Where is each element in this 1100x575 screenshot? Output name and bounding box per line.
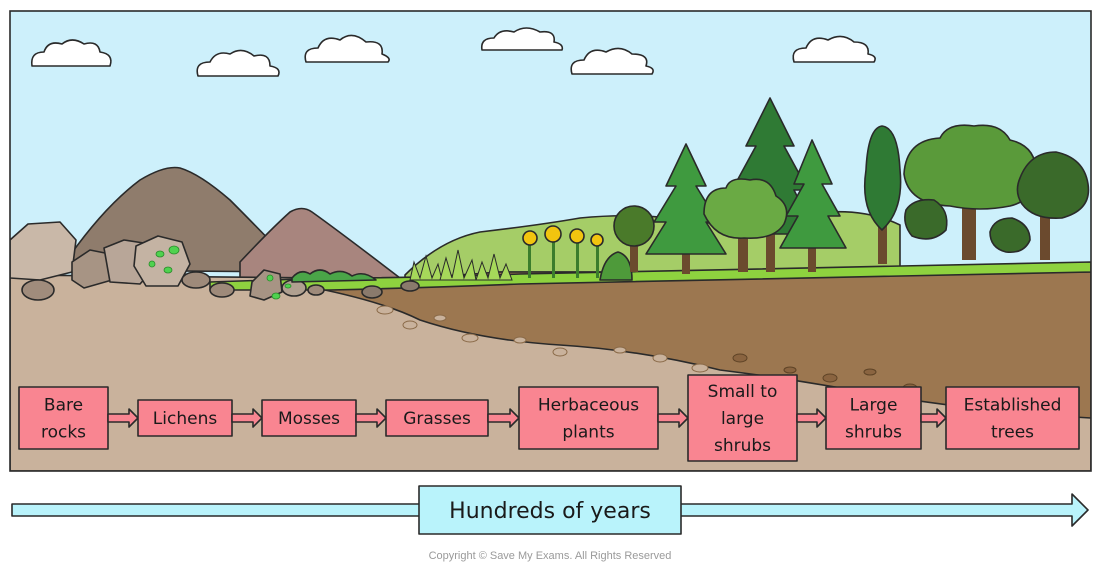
copyright-text: Copyright © Save My Exams. All Rights Re… <box>429 550 672 562</box>
stage-flow: Bare rocks Lichens Mosses Grasses Herbaceous p… <box>18 374 1080 462</box>
stage-label: rocks <box>41 423 86 443</box>
cloud-icon <box>480 27 564 51</box>
stage-label: Herbaceous <box>538 396 639 416</box>
stage-label: Established <box>964 396 1062 416</box>
stage-label: plants <box>562 423 614 443</box>
moss-patch <box>291 269 377 283</box>
stage-arrow <box>920 408 947 428</box>
stage-box <box>825 386 922 450</box>
stage-label: Small to <box>708 382 778 402</box>
stage-label: Lichens <box>153 409 218 429</box>
stage-label: trees <box>991 423 1034 443</box>
stage-box <box>518 386 659 450</box>
timeline-arrow: Hundreds of years <box>11 485 1089 535</box>
cloud-icon <box>304 34 390 63</box>
cloud-icon <box>792 35 876 63</box>
stage-arrow <box>657 408 689 428</box>
herbaceous-plants <box>522 225 633 281</box>
stage-box <box>261 399 357 437</box>
deciduous-trees <box>613 124 1090 272</box>
stage-arrow <box>796 408 827 428</box>
stage-label: large <box>721 409 764 429</box>
stage-box <box>18 386 109 450</box>
mountain-small <box>239 207 401 279</box>
stage-box <box>385 399 489 437</box>
stage-arrow <box>107 408 139 428</box>
stage-label: Mosses <box>278 409 340 429</box>
stage-label: shrubs <box>845 423 902 443</box>
lichen-patches <box>148 245 292 300</box>
stage-box <box>945 386 1080 450</box>
cloud-icon <box>570 47 654 75</box>
soil-stones <box>376 305 709 373</box>
stage-label: shrubs <box>714 436 771 456</box>
grass-tufts <box>409 249 513 281</box>
cloud-icon <box>30 39 112 67</box>
stage-label: Large <box>850 396 898 416</box>
stage-label: Bare <box>44 396 83 416</box>
panel-border <box>9 10 1092 472</box>
stage-arrow <box>355 408 387 428</box>
stage-label: Grasses <box>403 409 471 429</box>
cloud-icon <box>196 49 280 77</box>
stage-arrow <box>487 408 520 428</box>
stage-arrow <box>231 408 263 428</box>
landscape-panel: Bare rocks Lichens Mosses Grasses Herbaceous p… <box>10 11 1091 471</box>
bare-rocks <box>10 221 420 301</box>
timeline-label: Hundreds of years <box>449 499 651 524</box>
stage-box <box>687 374 798 462</box>
